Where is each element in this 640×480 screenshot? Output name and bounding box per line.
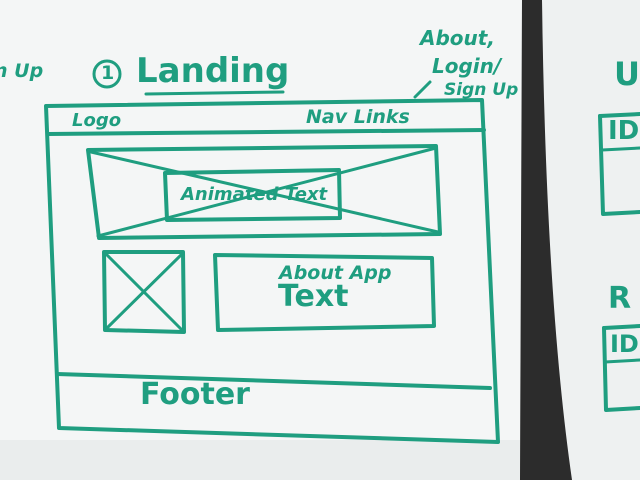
main-board-surface [0,0,522,480]
next-board-fragment-r: R [608,281,632,316]
board-shadow [0,440,520,480]
header-nav-links: Nav Links [306,106,410,128]
board-divider [520,0,572,480]
footer-divider [55,372,492,390]
left-edge-fragment: n Up [0,60,44,82]
header-logo: Logo [72,110,122,131]
animated-text-box [163,168,342,222]
hero-animated-text: Animated Text [181,184,328,205]
image-placeholder-box [102,250,186,334]
next-board-fragment-id-2: ID [610,330,639,358]
about-text-box [213,253,436,332]
side-note-line-3: Sign Up [444,80,519,100]
next-box-left [598,114,640,216]
page-frame [44,98,500,444]
side-note-line-1: About, [420,26,495,50]
step-number: 1 [101,62,115,84]
next-box-2-left [602,326,640,412]
about-app-label: About App [279,262,392,284]
hero-x-line-2 [96,146,438,238]
next-board-fragment-id-1: ID [608,116,640,146]
footer-label: Footer [140,377,250,412]
next-box-top [598,112,640,118]
side-note-pointer [413,80,432,99]
step-number-circle [92,59,122,89]
header-divider [46,128,486,136]
title-underline [144,90,285,96]
right-board-text-area: U ID R ID [546,0,640,480]
next-box-2-row [603,358,640,364]
side-note-line-2: Login/ [432,54,502,78]
image-x-line-2 [105,252,184,330]
next-box-row [600,146,640,152]
page-title: Landing [136,51,290,91]
hero-image-box [86,144,442,240]
next-box-2-top [602,324,640,330]
next-board-fragment-u: U [614,55,640,93]
about-app-text: Text [278,279,349,314]
